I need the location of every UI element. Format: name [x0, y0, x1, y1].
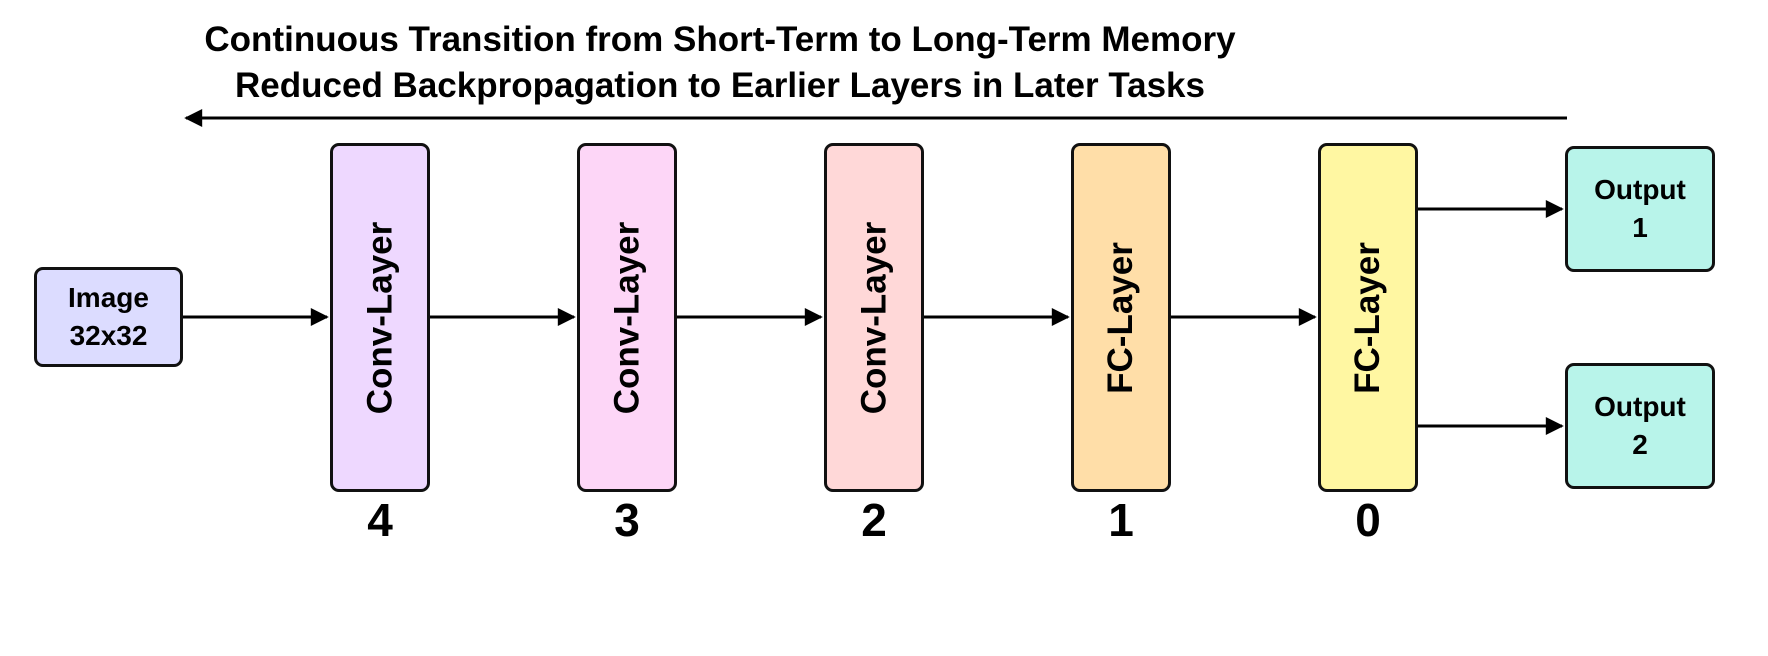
- layer-box-1: FC-Layer: [1071, 143, 1171, 492]
- layer-box-3: Conv-Layer: [577, 143, 677, 492]
- input-image-label: Image 32x32: [68, 282, 149, 351]
- title-line-2: Reduced Backpropagation to Earlier Layer…: [235, 66, 1205, 105]
- layer-box-0: FC-Layer: [1318, 143, 1418, 492]
- output-label: Output 2: [1594, 391, 1686, 460]
- output-label: Output 1: [1594, 174, 1686, 243]
- layer-box-2: Conv-Layer: [824, 143, 924, 492]
- output-box-2: Output 2: [1565, 363, 1715, 489]
- title-line-1: Continuous Transition from Short-Term to…: [204, 20, 1236, 59]
- layer-box-4: Conv-Layer: [330, 143, 430, 492]
- layer-label: Conv-Layer: [607, 221, 646, 414]
- layer-index-3: 3: [614, 494, 640, 546]
- output-box-1: Output 1: [1565, 146, 1715, 272]
- layer-label: Conv-Layer: [854, 221, 893, 414]
- layer-index-1: 1: [1108, 494, 1134, 546]
- layer-index-0: 0: [1355, 494, 1381, 546]
- layer-index-2: 2: [861, 494, 887, 546]
- input-image-box: Image 32x32: [34, 267, 183, 367]
- layer-label: FC-Layer: [1101, 241, 1140, 394]
- layer-label: Conv-Layer: [360, 221, 399, 414]
- layer-label: FC-Layer: [1348, 241, 1387, 394]
- layer-index-4: 4: [367, 494, 393, 546]
